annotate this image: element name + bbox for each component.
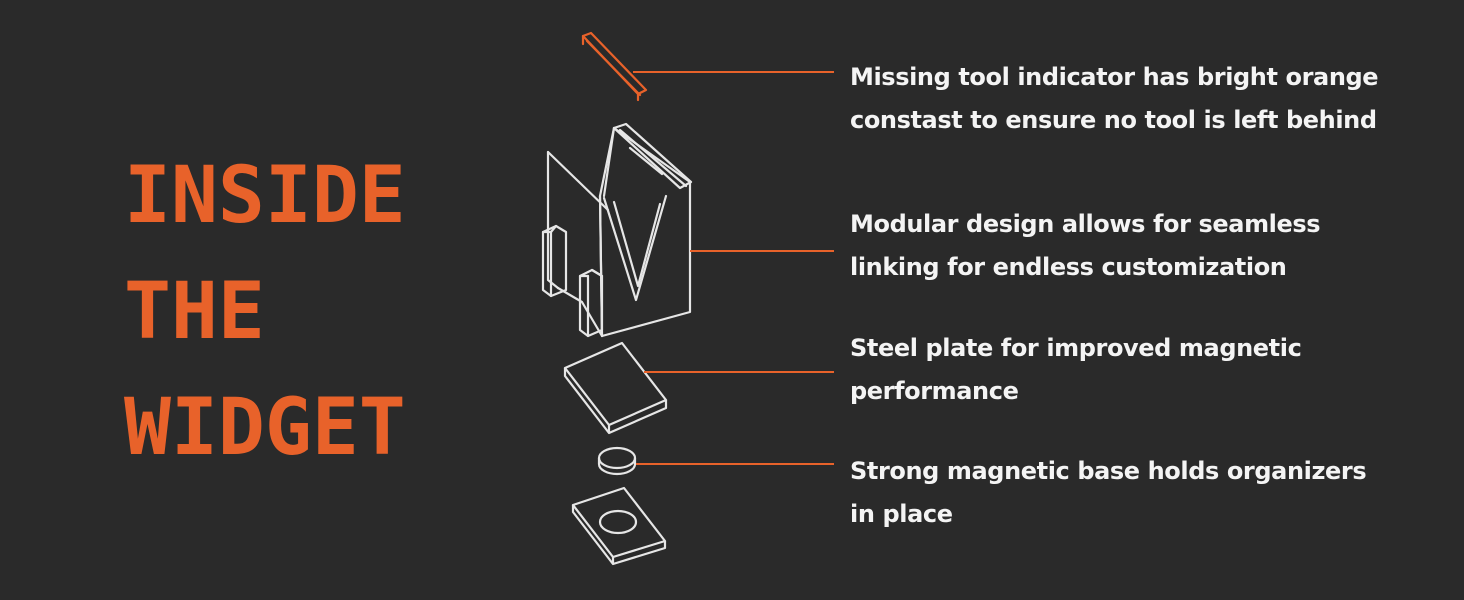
callout-modular-design: Modular design allows for seamless linki…: [850, 203, 1321, 289]
base-plate: [571, 486, 667, 566]
callout-steel-plate: Steel plate for improved magnetic perfor…: [850, 327, 1302, 413]
callout-tool-indicator: Missing tool indicator has bright orange…: [850, 56, 1379, 142]
callout-line: in place: [850, 500, 953, 528]
callout-line: constast to ensure no tool is left behin…: [850, 106, 1377, 134]
tool-indicator-strip: [581, 31, 648, 102]
callout-line: Strong magnetic base holds organizers: [850, 457, 1367, 485]
leader-lines: [633, 71, 834, 465]
callout-line: linking for endless customization: [850, 253, 1287, 281]
callout-line: Missing tool indicator has bright orange: [850, 63, 1379, 91]
callout-line: Steel plate for improved magnetic: [850, 334, 1302, 362]
organizer-body: [541, 122, 693, 338]
title-line-3: WIDGET: [124, 383, 406, 473]
title-line-2: THE: [124, 267, 265, 357]
callout-line: performance: [850, 377, 1019, 405]
title-line-1: INSIDE: [124, 151, 406, 241]
diagram-title: INSIDE THE WIDGET: [124, 138, 406, 486]
callout-line: Modular design allows for seamless: [850, 210, 1321, 238]
magnet-disc: [597, 446, 637, 476]
steel-plate: [563, 341, 668, 435]
callout-magnetic-base: Strong magnetic base holds organizers in…: [850, 450, 1367, 536]
